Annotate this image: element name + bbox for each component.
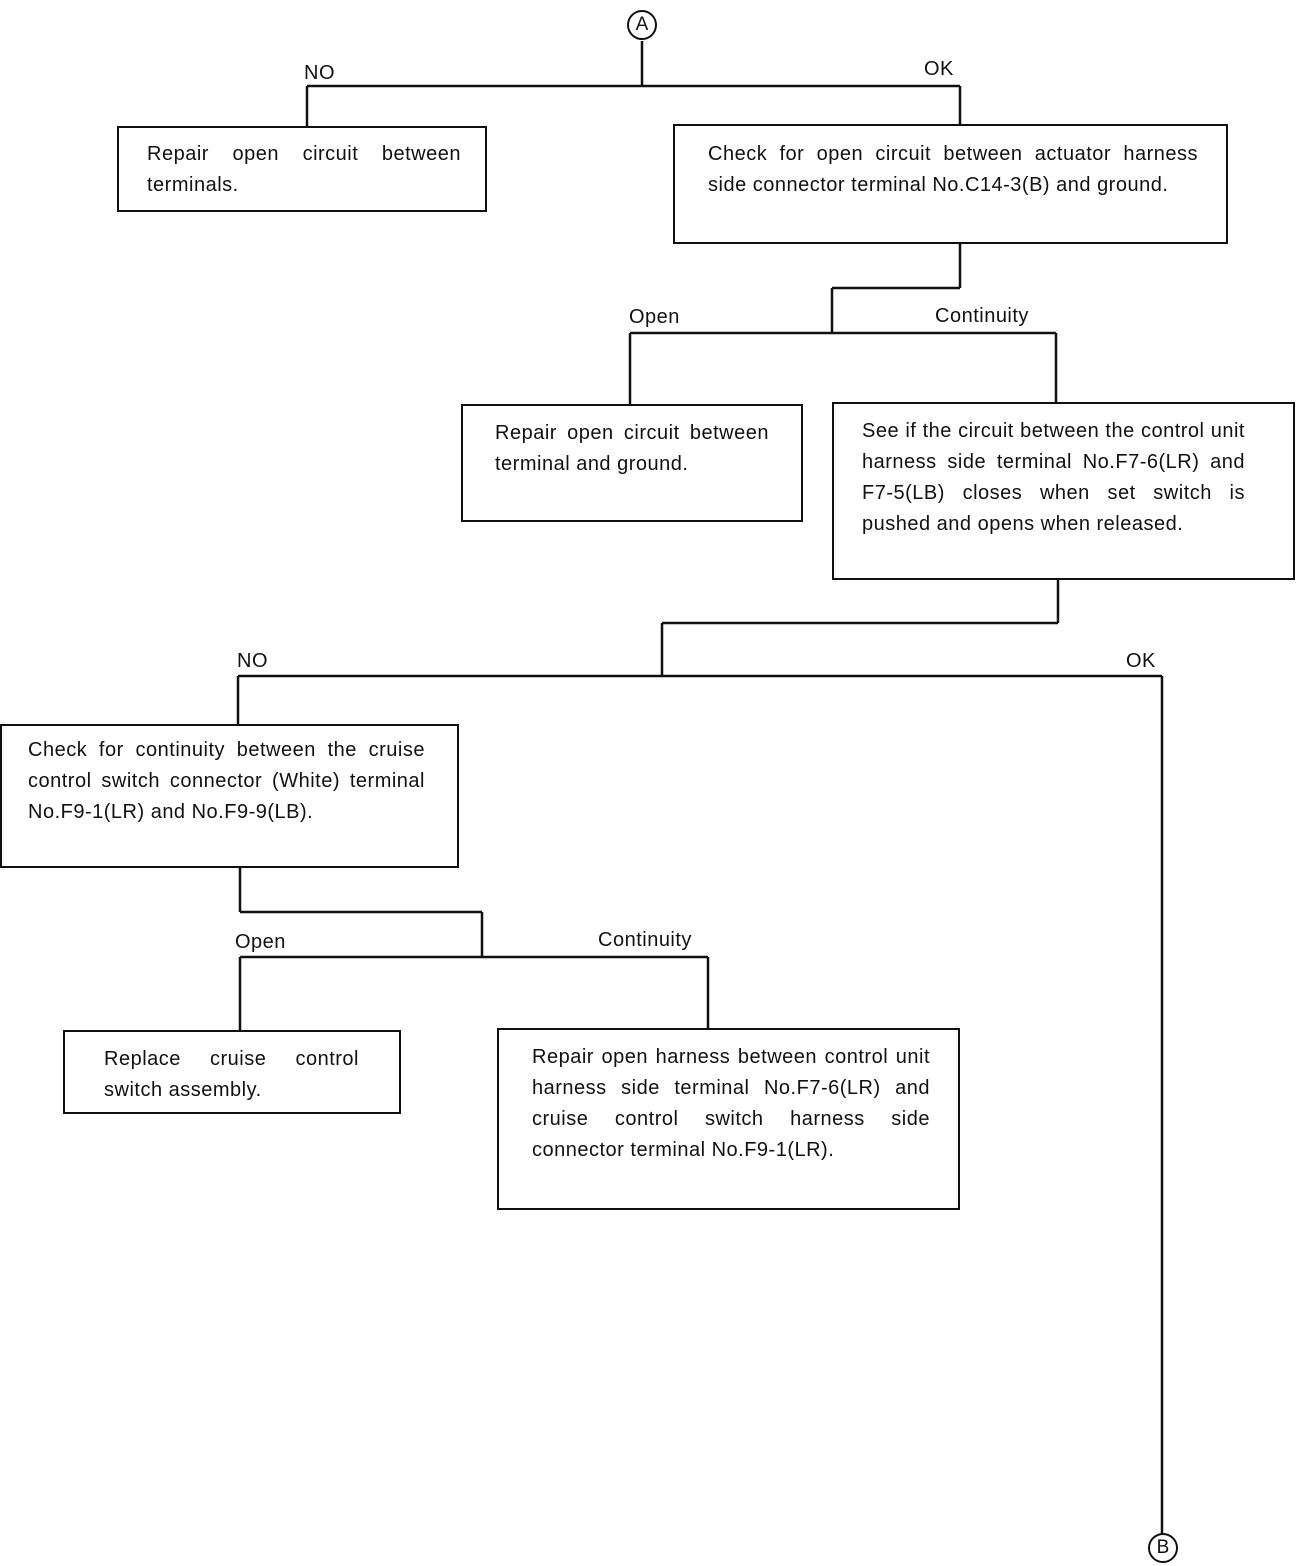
branch-label-open: Open [629,306,680,328]
repair-terminal-ground-box: Repair open circuit between terminal and… [461,404,803,522]
check-continuity-switch-box: Check for continuity between the cruise … [0,724,459,868]
repair-open-harness-box: Repair open harness between control unit… [497,1028,960,1210]
box-text: Check for continuity between the cruise … [28,739,425,823]
box-text: Repair open circuit between terminals. [147,143,461,196]
branch-label-continuity: Continuity [935,305,1029,327]
replace-switch-box: Replace cruise control switch assembly. [63,1030,401,1114]
branch-label-open: Open [235,931,286,953]
connector-a: A [627,10,657,40]
box-text: See if the circuit between the control u… [862,420,1245,535]
repair-open-circuit-terminals-box: Repair open circuit between terminals. [117,126,487,212]
connector-b: B [1148,1533,1178,1563]
check-actuator-ground-box: Check for open circuit between actuator … [673,124,1228,244]
branch-label-no: NO [304,62,335,84]
box-text: Repair open harness between control unit… [532,1046,930,1161]
see-circuit-set-switch-box: See if the circuit between the control u… [832,402,1295,580]
branch-label-ok: OK [1126,650,1156,672]
branch-label-no: NO [237,650,268,672]
box-text: Check for open circuit between actuator … [708,143,1198,196]
box-text: Replace cruise control switch assembly. [104,1048,359,1101]
box-text: Repair open circuit between terminal and… [495,422,769,475]
branch-label-continuity: Continuity [598,929,692,951]
branch-label-ok: OK [924,58,954,80]
